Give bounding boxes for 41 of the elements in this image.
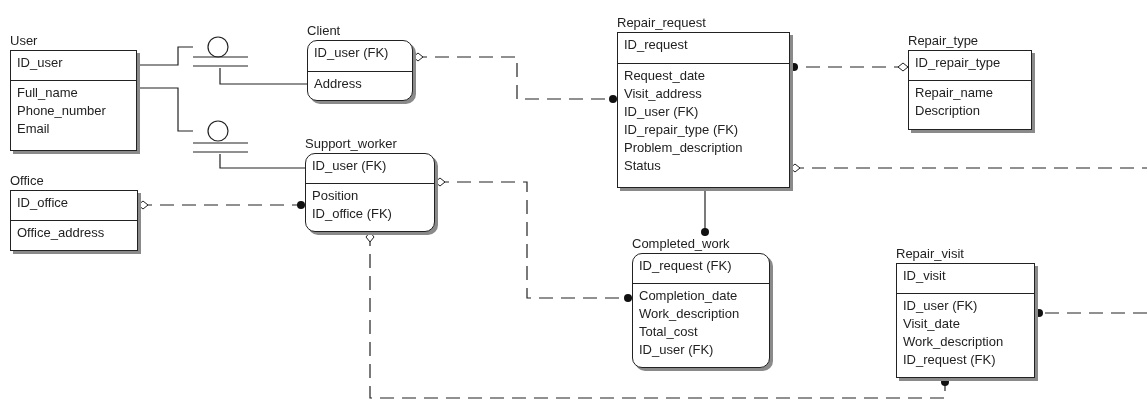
attribute: ID_office (FK) (312, 205, 392, 223)
key-attribute: ID_user (FK) (312, 157, 387, 175)
attribute: ID_user (FK) (903, 297, 978, 315)
attribute: Visit_date (903, 315, 960, 333)
attribute: Repair_name (915, 84, 994, 102)
attribute: Completion_date (639, 287, 738, 305)
attribute: Work_description (639, 305, 740, 323)
attribute: ID_user (FK) (624, 103, 699, 121)
attribute: Address (314, 75, 362, 93)
entity-name: User (10, 33, 38, 48)
attribute: Visit_address (624, 85, 702, 103)
entity-name: Client (307, 23, 341, 38)
attribute: Phone_number (17, 102, 106, 120)
key-attribute: ID_user (FK) (314, 44, 389, 62)
attribute: Email (17, 120, 50, 138)
attribute: Office_address (17, 224, 105, 242)
attribute: Work_description (903, 333, 1004, 351)
attribute: Status (624, 157, 661, 175)
key-attribute: ID_office (17, 194, 69, 212)
attribute: Full_name (17, 84, 78, 102)
entity-name: Office (10, 173, 44, 188)
attribute: Description (915, 102, 981, 120)
entity-name: Support_worker (305, 136, 397, 151)
key-attribute: ID_request (FK) (639, 257, 732, 275)
attribute: ID_user (FK) (639, 341, 714, 359)
attribute: Position (312, 187, 359, 205)
attribute: ID_repair_type (FK) (624, 121, 739, 139)
attribute: Request_date (624, 67, 705, 85)
entity-name: Repair_type (908, 33, 979, 48)
entity-name: Repair_visit (896, 246, 964, 261)
relationship-line (219, 153, 306, 169)
relationship-line (219, 67, 308, 85)
attribute: Problem_description (624, 139, 743, 157)
key-attribute: ID_visit (903, 267, 946, 285)
key-attribute: ID_repair_type (915, 54, 1001, 72)
key-attribute: ID_request (624, 36, 688, 54)
entity-name: Repair_request (617, 15, 706, 30)
attribute: ID_request (FK) (903, 351, 996, 369)
key-attribute: ID_user (17, 54, 63, 72)
entity-name: Completed_work (632, 236, 730, 251)
attribute: Total_cost (639, 323, 698, 341)
